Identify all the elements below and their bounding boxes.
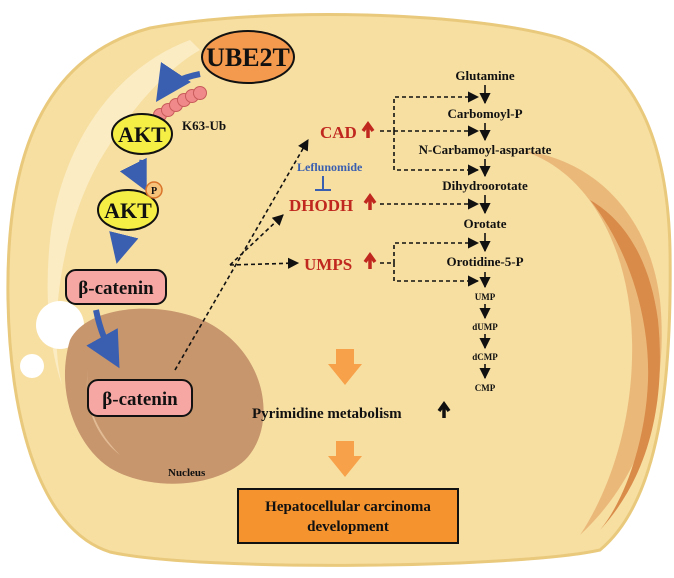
orange-arrow-lower — [328, 441, 362, 477]
vesicle-small — [20, 354, 44, 378]
ube2t-label: UBE2T — [206, 43, 290, 72]
arrow-hub-to-dhodh — [229, 214, 284, 266]
metabolite-orotidine-5-p: Orotidine-5-P — [446, 254, 523, 269]
phospho-akt-node — [97, 189, 159, 231]
metabolite-dcmp: dCMP — [472, 352, 498, 362]
umps-bracket — [380, 237, 480, 264]
metabolite-glutamine: Glutamine — [455, 68, 514, 83]
metabolite-dump: dUMP — [472, 322, 498, 332]
pyrimidine-label: Pyrimidine metabolism — [252, 406, 402, 422]
phospho-akt-label: AKT — [104, 198, 152, 223]
membrane-fold-dark — [590, 200, 660, 530]
dhodh-up-arrow — [363, 192, 377, 210]
arrow-pakt-to-catenin — [109, 231, 139, 264]
akt-node — [111, 113, 173, 155]
catenin-nucleus-node — [87, 379, 193, 417]
metabolite-cmp: CMP — [475, 383, 496, 393]
cad-up-arrow — [361, 120, 375, 138]
arrow-catenin-translocation — [86, 309, 120, 369]
akt-label: AKT — [118, 122, 166, 147]
result-line2: development — [307, 519, 389, 535]
pyrimidine-up-arrow — [437, 400, 451, 418]
metabolite-ump: UMP — [475, 292, 496, 302]
inhibitor-label: Leflunomide — [297, 160, 363, 174]
catenin-cytoplasm-node — [65, 269, 167, 305]
dhodh-label: DHODH — [289, 196, 353, 215]
metabolite-n-carbamoyl-aspartate: N-Carbamoyl-aspartate — [419, 142, 552, 157]
orange-arrow-upper — [328, 349, 362, 385]
result-box — [237, 488, 459, 544]
umps-bracket-low — [393, 263, 480, 287]
arrow-akt-to-pakt — [119, 157, 147, 192]
cad-bracket — [380, 91, 480, 132]
inhibition-bar — [315, 176, 331, 191]
phospho-mark — [145, 181, 163, 199]
umps-up-arrow — [363, 251, 377, 269]
cad-label: CAD — [320, 123, 357, 142]
catenin-cytoplasm-label: β-catenin — [78, 278, 154, 299]
k63-ub-label: K63-Ub — [182, 118, 226, 133]
metabolite-carbamoyl-p: Carbomoyl-P — [447, 106, 522, 121]
phospho-mark-label: P — [151, 186, 157, 197]
arrow-nucleus-to-cad — [174, 139, 309, 371]
arrow-hub-to-umps — [229, 257, 300, 269]
catenin-nucleus-label: β-catenin — [102, 389, 178, 410]
result-line1: Hepatocellular carcinoma — [265, 499, 431, 515]
nucleus-label: Nucleus — [168, 467, 206, 479]
umps-label: UMPS — [304, 255, 352, 274]
cell-highlight — [47, 40, 200, 385]
metabolite-dihydroorotate: Dihydroorotate — [442, 178, 528, 193]
arrow-ube2t-to-akt — [156, 62, 201, 102]
cad-bracket-low — [393, 131, 480, 176]
ube2t-node — [201, 30, 295, 84]
metabolite-column: Glutamine Carbomoyl-P N-Carbamoyl-aspart… — [419, 68, 552, 393]
metabolite-orotate: Orotate — [463, 216, 506, 231]
